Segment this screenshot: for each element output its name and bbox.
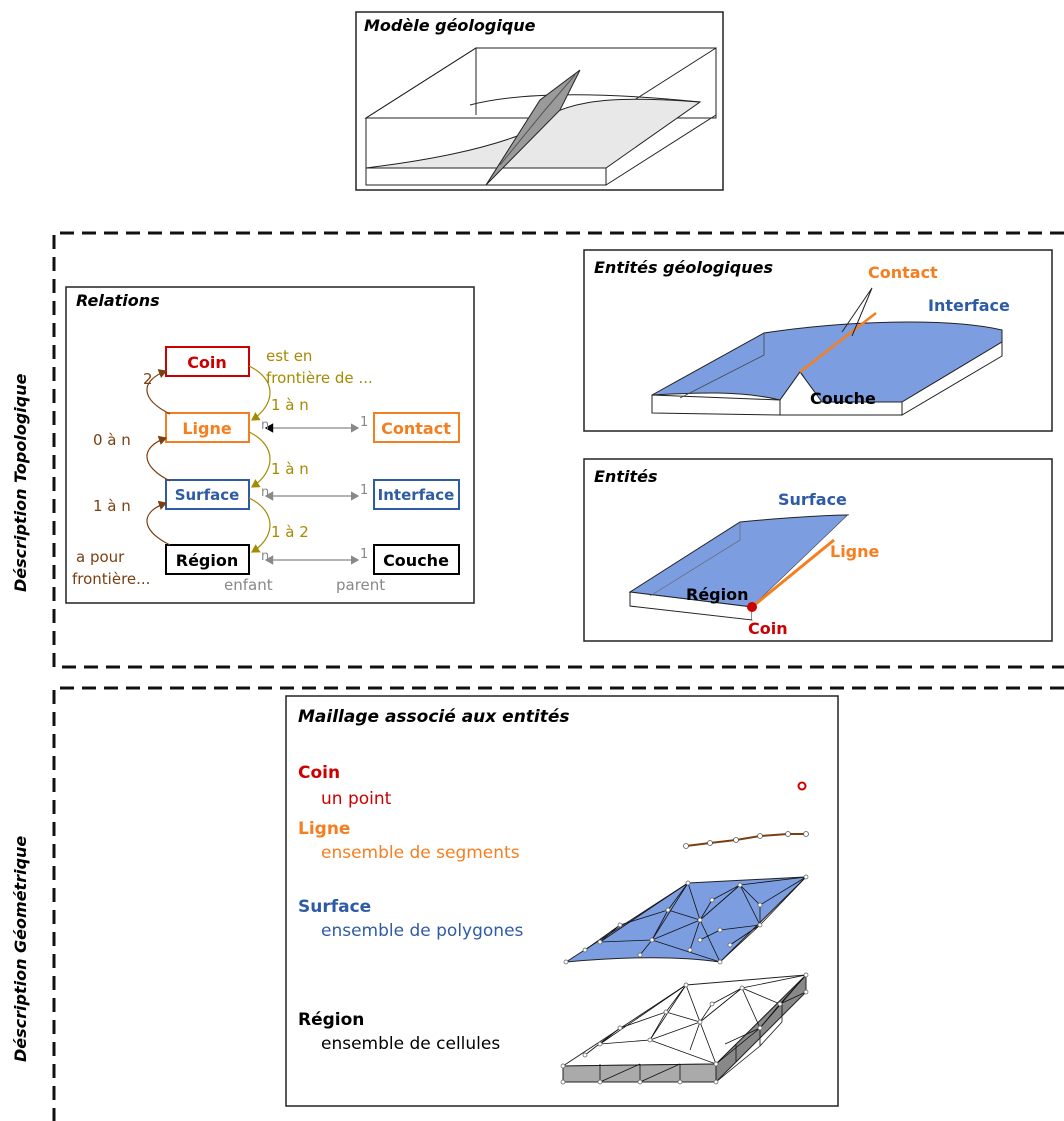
box-couche (373, 544, 460, 575)
entites-region: Région (686, 585, 749, 604)
entites-geo-contact: Contact (868, 263, 938, 282)
a-pour-label: a pour (76, 548, 125, 566)
relations-title: Relations (76, 291, 160, 310)
box-contact-label: Contact (381, 419, 451, 438)
count-2: 2 (143, 370, 153, 388)
arc-surface-ligne (146, 435, 171, 482)
mesh-polygons (563, 874, 809, 965)
entites-title: Entités (594, 467, 657, 486)
arc-surface-region (248, 497, 271, 553)
mult-n-2: n (261, 485, 269, 500)
entites-geo-couche: Couche (810, 389, 876, 408)
model-title: Modèle géologique (364, 16, 536, 35)
maillage-surface-desc: ensemble de polygones (321, 921, 524, 941)
count-r3: 1 à 2 (271, 523, 309, 541)
mesh-cells (560, 972, 809, 1085)
mult-1-1: 1 (360, 415, 368, 430)
arc-region-surface (146, 500, 171, 546)
frontiere-de-label: frontière de ... (266, 369, 373, 387)
entites-panel: Entités Surface Ligne Région Coin (583, 458, 1053, 642)
box-ligne (165, 412, 250, 443)
model-block-illustration (364, 47, 717, 186)
entites-coin-point (747, 602, 757, 612)
entites-surface: Surface (778, 490, 847, 509)
count-r2: 1 à n (271, 460, 309, 478)
maillage-region-name: Région (298, 1010, 364, 1030)
box-interface (373, 479, 460, 510)
count-1-a-n-left: 1 à n (93, 497, 131, 515)
count-0-a-n: 0 à n (93, 431, 131, 449)
maillage-surface-name: Surface (298, 897, 371, 917)
maillage-region-desc: ensemble de cellules (321, 1034, 500, 1054)
box-coin (165, 346, 250, 377)
arc-ligne-surface (248, 431, 271, 488)
parent-label: parent (336, 576, 385, 594)
relations-panel: Relations Coin Ligne Surface Région Cont… (65, 286, 475, 604)
entites-geo-illustration (651, 287, 1003, 416)
geo-side-label: Déscription Géométrique (11, 836, 30, 1062)
mesh-point-icon (797, 781, 807, 791)
box-contact (373, 412, 460, 443)
arc-coin-ligne (248, 365, 271, 421)
box-couche-label: Couche (383, 551, 449, 570)
entites-illustration (628, 514, 850, 621)
maillage-ligne-desc: ensemble de segments (321, 843, 520, 863)
mult-n-3: n (261, 549, 269, 564)
maillage-title: Maillage associé aux entités (298, 707, 570, 727)
count-r1: 1 à n (271, 396, 309, 414)
maillage-coin-name: Coin (298, 763, 340, 783)
entites-geo-panel: Entités géologiques Contact Interface Co… (583, 249, 1053, 432)
maillage-coin-desc: un point (321, 789, 392, 809)
maillage-panel: Maillage associé aux entités Coin un poi… (285, 695, 839, 1107)
geo-dashed-frame (52, 686, 1064, 1121)
entites-geo-title: Entités géologiques (594, 258, 773, 277)
box-surface (165, 479, 250, 510)
maillage-ligne-name: Ligne (298, 819, 350, 839)
model-panel: Modèle géologique (355, 11, 724, 191)
enfant-label: enfant (224, 576, 273, 594)
topo-dashed-frame (52, 231, 1064, 669)
arc-ligne-coin (146, 369, 171, 415)
box-ligne-label: Ligne (182, 419, 232, 438)
box-region-label: Région (176, 551, 239, 570)
entites-coin: Coin (748, 619, 788, 638)
mult-1-3: 1 (360, 547, 368, 562)
topo-side-label: Déscription Topologique (11, 373, 30, 592)
mult-1-2: 1 (360, 483, 368, 498)
box-region (165, 544, 250, 575)
entites-geo-interface: Interface (928, 296, 1010, 315)
frontiere-label: frontière... (72, 570, 150, 588)
box-surface-label: Surface (175, 486, 240, 504)
mult-n-1: n (261, 418, 269, 433)
entites-ligne: Ligne (830, 542, 880, 561)
box-coin-label: Coin (187, 353, 227, 372)
box-interface-label: Interface (378, 486, 455, 504)
est-en-label: est en (266, 347, 312, 365)
mesh-segments (683, 831, 809, 849)
